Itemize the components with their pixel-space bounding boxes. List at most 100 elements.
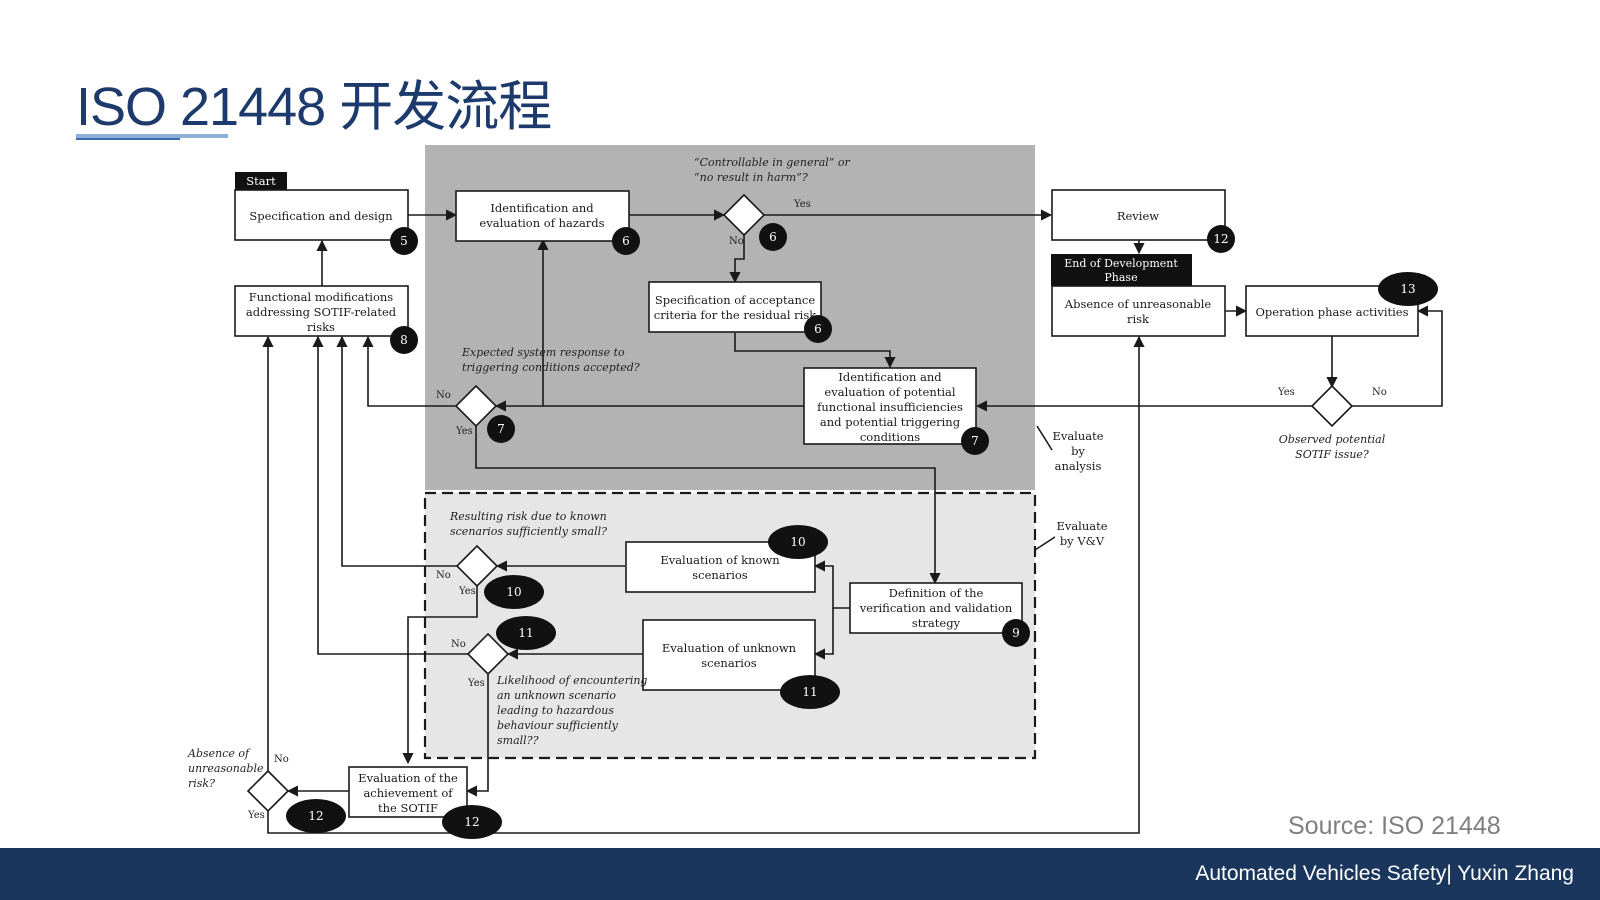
box-text: risk — [1127, 312, 1150, 326]
question-absence: risk? — [188, 777, 215, 790]
box-text: strategy — [912, 616, 961, 630]
box-text: Evaluation of known — [660, 553, 780, 567]
box-text: Functional modifications — [249, 290, 394, 304]
box-text: Definition of the — [889, 586, 984, 600]
box-text: Absence of unreasonable — [1064, 297, 1212, 311]
box-vv-strategy: Definition of the verification and valid… — [849, 582, 1023, 634]
badge-number: 12 — [464, 815, 479, 829]
start-label: Start — [246, 174, 276, 188]
end-of-development-label: End of Development Phase — [1051, 254, 1192, 286]
question-resulting: scenarios sufficiently small? — [450, 525, 607, 538]
badge-vv-strategy: 9 — [1002, 619, 1030, 647]
yes-label: Yes — [793, 199, 811, 210]
yes-label: Yes — [458, 586, 476, 597]
question-likelihood: behaviour sufficiently — [497, 719, 619, 732]
question-absence: Absence of — [187, 747, 251, 760]
question-observed: Observed potential — [1279, 433, 1386, 446]
badge-achievement: 12 — [442, 805, 502, 839]
box-text: the SOTIF — [378, 801, 438, 815]
badge-number: 8 — [400, 333, 408, 347]
region-label-vv: Evaluate — [1056, 519, 1107, 533]
badge-number: 7 — [497, 422, 505, 436]
yes-label: Yes — [467, 678, 485, 689]
yes-label: Yes — [455, 426, 473, 437]
no-label: No — [274, 754, 289, 765]
box-evaluation-unknown-scenarios: Evaluation of unknown scenarios — [642, 619, 816, 691]
box-achievement-of-sotif: Evaluation of the achievement of the SOT… — [348, 766, 468, 818]
question-observed: SOTIF issue? — [1295, 448, 1369, 461]
no-label: No — [451, 639, 466, 650]
badge-number: 11 — [802, 685, 817, 699]
badge-absence-q: 12 — [286, 799, 346, 833]
box-hazards: Identification and evaluation of hazards — [455, 190, 630, 242]
footer-text: Automated Vehicles Safety| Yuxin Zhang — [1195, 862, 1574, 885]
box-absence-of-unreasonable-risk: Absence of unreasonable risk — [1051, 285, 1226, 337]
source-caption: Source: ISO 21448 — [1288, 812, 1501, 840]
badge-known: 10 — [768, 525, 828, 559]
footer-bar: Automated Vehicles Safety| Yuxin Zhang — [0, 848, 1600, 900]
box-text: Specification and design — [249, 209, 393, 223]
badge-number: 11 — [518, 626, 533, 640]
box-text: Identification and — [838, 370, 942, 384]
badge-unknown-q: 11 — [496, 616, 556, 650]
badge-number: 12 — [308, 809, 323, 823]
box-text: scenarios — [692, 568, 748, 582]
badge-unknown: 11 — [780, 675, 840, 709]
box-text: functional insufficiencies — [817, 400, 963, 414]
no-label: No — [1372, 387, 1387, 398]
badge-number: 6 — [769, 230, 777, 244]
question-controllable: “Controllable in general” or — [694, 156, 851, 169]
yes-label: Yes — [247, 810, 265, 821]
yes-label: Yes — [1277, 387, 1295, 398]
no-label: No — [729, 236, 744, 247]
end-label-line: End of Development — [1064, 257, 1178, 270]
badge-number: 12 — [1213, 232, 1228, 246]
region-label-analysis: by — [1071, 444, 1085, 458]
question-likelihood: an unknown scenario — [497, 689, 616, 702]
box-text: verification and validation — [859, 601, 1013, 615]
badge-resulting: 10 — [484, 575, 544, 609]
box-text: evaluation of hazards — [479, 216, 604, 230]
badge-acceptance: 6 — [804, 315, 832, 343]
badge-number: 10 — [506, 585, 521, 599]
decision-observed-issue — [1310, 384, 1354, 428]
box-text: criteria for the residual risk — [654, 308, 817, 322]
flow-connectors — [262, 209, 1443, 834]
badge-number: 10 — [790, 535, 805, 549]
badge-controllable: 6 — [759, 223, 787, 251]
box-text: risks — [307, 320, 335, 334]
decision-likelihood — [466, 632, 510, 676]
badge-func-mod: 8 — [390, 326, 418, 354]
page-title: ISO 21448 开发流程 — [76, 77, 552, 137]
end-label-line: Phase — [1104, 271, 1137, 284]
badge-insufficiencies: 7 — [961, 427, 989, 455]
region-label-analysis: Evaluate — [1052, 429, 1103, 443]
region-label-analysis: analysis — [1055, 459, 1102, 473]
question-controllable: “no result in harm”? — [694, 171, 808, 184]
box-text: evaluation of potential — [824, 385, 955, 399]
title-underline — [76, 134, 228, 138]
question-expected: Expected system response to — [461, 346, 625, 359]
box-text: Review — [1117, 209, 1159, 223]
box-text: scenarios — [701, 656, 757, 670]
question-expected: triggering conditions accepted? — [462, 361, 640, 374]
box-operation-phase: Operation phase activities — [1245, 285, 1419, 337]
decision-resulting-risk — [455, 544, 499, 588]
box-text: Evaluation of the — [358, 771, 458, 785]
sotif-flow-diagram: Start Specification and design Identific… — [187, 145, 1443, 839]
box-specification-and-design: Specification and design — [234, 189, 409, 241]
no-label: No — [436, 390, 451, 401]
decision-controllable — [722, 193, 766, 237]
box-acceptance-criteria: Specification of acceptance criteria for… — [648, 281, 822, 333]
decision-absence-of-risk — [246, 769, 290, 813]
badge-hazards: 6 — [612, 227, 640, 255]
box-functional-modifications: Functional modifications addressing SOTI… — [234, 285, 409, 337]
box-text: Operation phase activities — [1256, 305, 1409, 319]
decision-expected-response — [454, 384, 498, 428]
box-functional-insufficiencies: Identification and evaluation of potenti… — [803, 367, 977, 445]
box-review: Review — [1051, 189, 1226, 241]
box-text: Evaluation of unknown — [662, 641, 797, 655]
question-resulting: Resulting risk due to known — [449, 510, 607, 523]
badge-review: 12 — [1207, 225, 1235, 253]
question-absence: unreasonable — [188, 762, 264, 775]
